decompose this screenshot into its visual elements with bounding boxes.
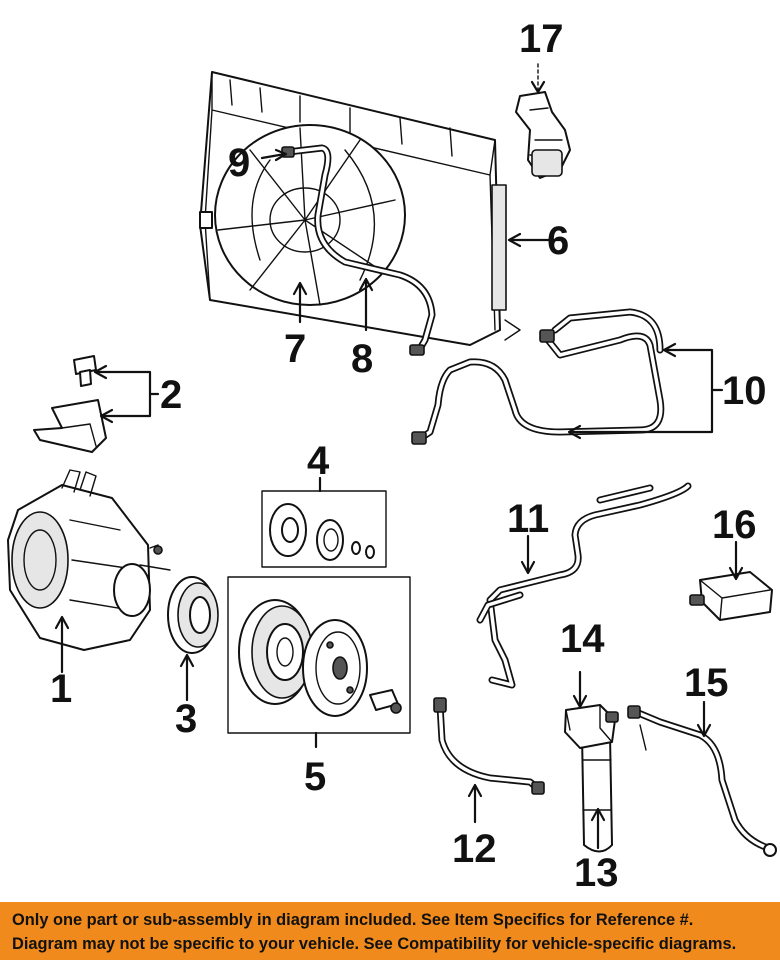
callout-10: 10	[722, 369, 767, 413]
disclaimer-line-2: Diagram may not be specific to your vehi…	[12, 935, 737, 953]
callout-6: 6	[547, 219, 569, 263]
part-condenser-assembly	[199, 71, 521, 346]
callout-13: 13	[574, 851, 619, 895]
callout-9: 9	[228, 141, 250, 185]
callout-11: 11	[507, 497, 549, 541]
part-15-sensor	[627, 705, 777, 857]
callout-14: 14	[560, 617, 605, 661]
parts-diagram: 17 9 6 7 8 10 2 4 11 16 14 15 1 3 5 12 1…	[7, 17, 777, 895]
callout-16: 16	[712, 503, 757, 547]
callout-12: 12	[452, 827, 497, 871]
callout-4: 4	[307, 439, 330, 483]
part-16-switch	[689, 571, 773, 621]
part-4-kit	[261, 490, 387, 568]
part-1-compressor	[7, 469, 171, 651]
part-14-bracket	[564, 704, 619, 749]
disclaimer-banner: Only one part or sub-assembly in diagram…	[0, 902, 780, 960]
part-2-bracket	[33, 355, 107, 453]
callout-3: 3	[175, 697, 197, 741]
callout-8: 8	[351, 337, 373, 381]
part-11-line	[476, 482, 692, 689]
part-10-line	[411, 308, 665, 445]
part-3-pulley	[167, 576, 219, 654]
callout-5: 5	[304, 755, 326, 799]
callout-1: 1	[50, 667, 72, 711]
part-12-hose	[433, 697, 545, 795]
part-5-clutch	[227, 576, 411, 734]
disclaimer-line-1: Only one part or sub-assembly in diagram…	[12, 911, 694, 929]
callout-2: 2	[160, 373, 182, 417]
part-13-drier	[581, 734, 613, 853]
callout-15: 15	[684, 661, 729, 705]
callout-7: 7	[284, 327, 306, 371]
callout-17: 17	[519, 17, 564, 61]
part-17-sensor	[515, 91, 571, 179]
